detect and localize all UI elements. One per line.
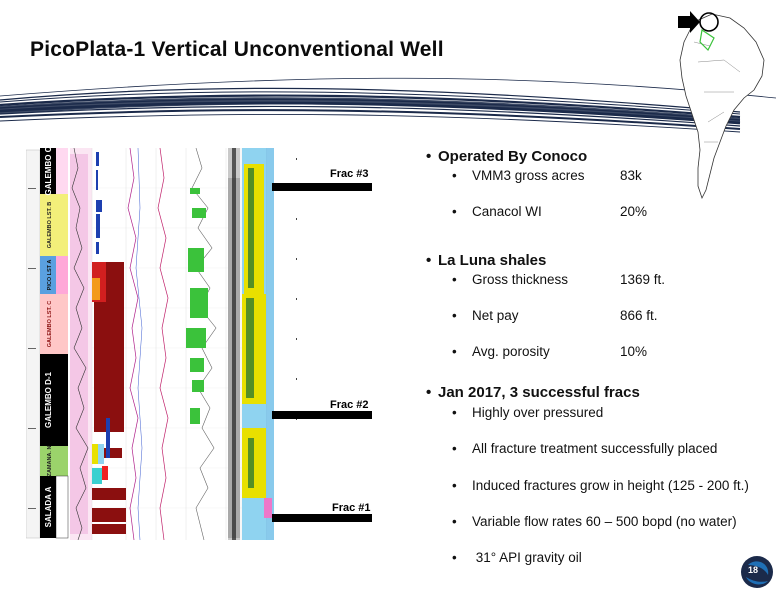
bullet-item: •Variable flow rates 60 – 500 bopd (no w… xyxy=(452,514,737,529)
formation-label: GALEMBO LST. C xyxy=(47,301,53,347)
slide-title: PicoPlata-1 Vertical Unconventional Well xyxy=(30,38,444,61)
frac-3-label: Frac #3 xyxy=(330,168,369,180)
bullet-value: 10% xyxy=(620,344,648,359)
bullet-item: •Highly over pressured xyxy=(452,405,604,420)
frac-3-marker xyxy=(272,183,372,191)
bullet-value: 83k xyxy=(620,168,642,183)
formation-label: ZAMANA. N xyxy=(47,446,53,477)
bullet-item: • 31° API gravity oil xyxy=(452,550,582,565)
bullet-item: •Induced fractures grow in height (125 -… xyxy=(452,478,749,493)
formation-label: GALEMBO LST. B xyxy=(47,202,53,248)
formation-label: PICO LST A xyxy=(47,260,53,291)
formation-label: GALEMBO D-1 xyxy=(44,371,53,428)
page-number: 18 xyxy=(748,565,759,575)
formation-label: SALADA A xyxy=(44,486,53,527)
bullet-item: •Canacol WI xyxy=(452,204,542,219)
company-logo-icon xyxy=(741,556,773,588)
frac-2-label: Frac #2 xyxy=(330,399,369,411)
bullet-value: 20% xyxy=(620,204,648,219)
south-america-map-icon xyxy=(678,11,765,200)
bullet-item: •VMM3 gross acres xyxy=(452,168,585,183)
bullet-item: •Gross thickness xyxy=(452,272,569,287)
frac-1-marker xyxy=(272,514,372,522)
bullet-item: •Net pay xyxy=(452,308,519,323)
location-arrow-icon xyxy=(678,11,700,33)
bullet-header: •Jan 2017, 3 successful fracs xyxy=(426,384,640,401)
bullet-value: 866 ft. xyxy=(620,308,658,323)
bullet-header: •Operated By Conoco xyxy=(426,148,588,165)
bullet-value: 1369 ft. xyxy=(620,272,666,287)
frac-2-marker xyxy=(272,411,372,419)
bullet-item: •Avg. porosity xyxy=(452,344,550,359)
bullet-header: •La Luna shales xyxy=(426,252,547,269)
frac-1-label: Frac #1 xyxy=(332,502,371,514)
formation-label: GALEMBO C xyxy=(44,148,53,195)
bullet-item: •All fracture treatment successfully pla… xyxy=(452,441,718,456)
well-log-image: GALEMBO C GALEMBO LST. B PICO LST A GALE… xyxy=(26,148,316,540)
header-swoosh-lines xyxy=(0,77,776,133)
